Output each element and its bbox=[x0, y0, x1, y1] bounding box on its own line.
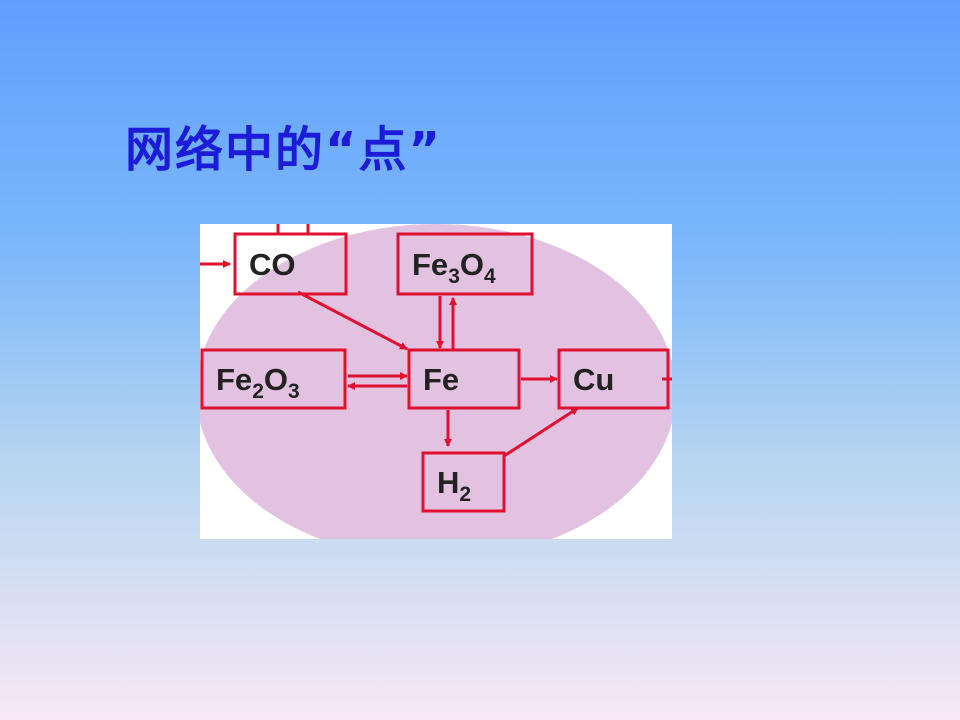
node-label-part: H bbox=[437, 465, 459, 500]
node-fe3o4: Fe3O4 bbox=[396, 232, 534, 296]
arrow-h2-to-cu bbox=[503, 406, 579, 458]
node-label-part: Fe bbox=[412, 247, 448, 282]
node-label-part: 4 bbox=[484, 265, 496, 288]
node-label-fe: Fe bbox=[423, 362, 459, 397]
node-label-part: 3 bbox=[288, 380, 300, 403]
node-label-part: Fe bbox=[216, 362, 252, 397]
node-label-part: Cu bbox=[573, 362, 614, 397]
node-label-co: CO bbox=[249, 247, 296, 282]
node-box-h2 bbox=[421, 451, 506, 513]
node-label-cu: Cu bbox=[573, 362, 614, 397]
node-box-fe bbox=[407, 348, 521, 410]
edges-layer bbox=[297, 290, 579, 458]
slide-title: 网络中的“点” bbox=[125, 122, 443, 178]
node-label-fe2o3: Fe2O3 bbox=[216, 362, 300, 403]
node-box-co bbox=[233, 232, 348, 296]
node-label-part: 2 bbox=[459, 483, 471, 506]
node-fe2o3: Fe2O3 bbox=[200, 348, 347, 410]
node-box-cu bbox=[557, 348, 670, 410]
node-cu: Cu bbox=[557, 348, 670, 410]
node-box-fe2o3 bbox=[200, 348, 347, 410]
node-label-part: 2 bbox=[252, 380, 264, 403]
node-label-fe3o4: Fe3O4 bbox=[412, 247, 496, 288]
node-label-part: 3 bbox=[448, 265, 460, 288]
node-label-part: O bbox=[460, 247, 484, 282]
node-label-part: Fe bbox=[423, 362, 459, 397]
node-label-h2: H2 bbox=[437, 465, 471, 506]
node-co: CO bbox=[233, 232, 348, 296]
node-h2: H2 bbox=[421, 451, 506, 513]
node-fe: Fe bbox=[407, 348, 521, 410]
arrow-co-to-fe bbox=[297, 290, 408, 351]
node-label-part: CO bbox=[249, 247, 296, 282]
node-box-fe3o4 bbox=[396, 232, 534, 296]
node-label-part: O bbox=[264, 362, 288, 397]
